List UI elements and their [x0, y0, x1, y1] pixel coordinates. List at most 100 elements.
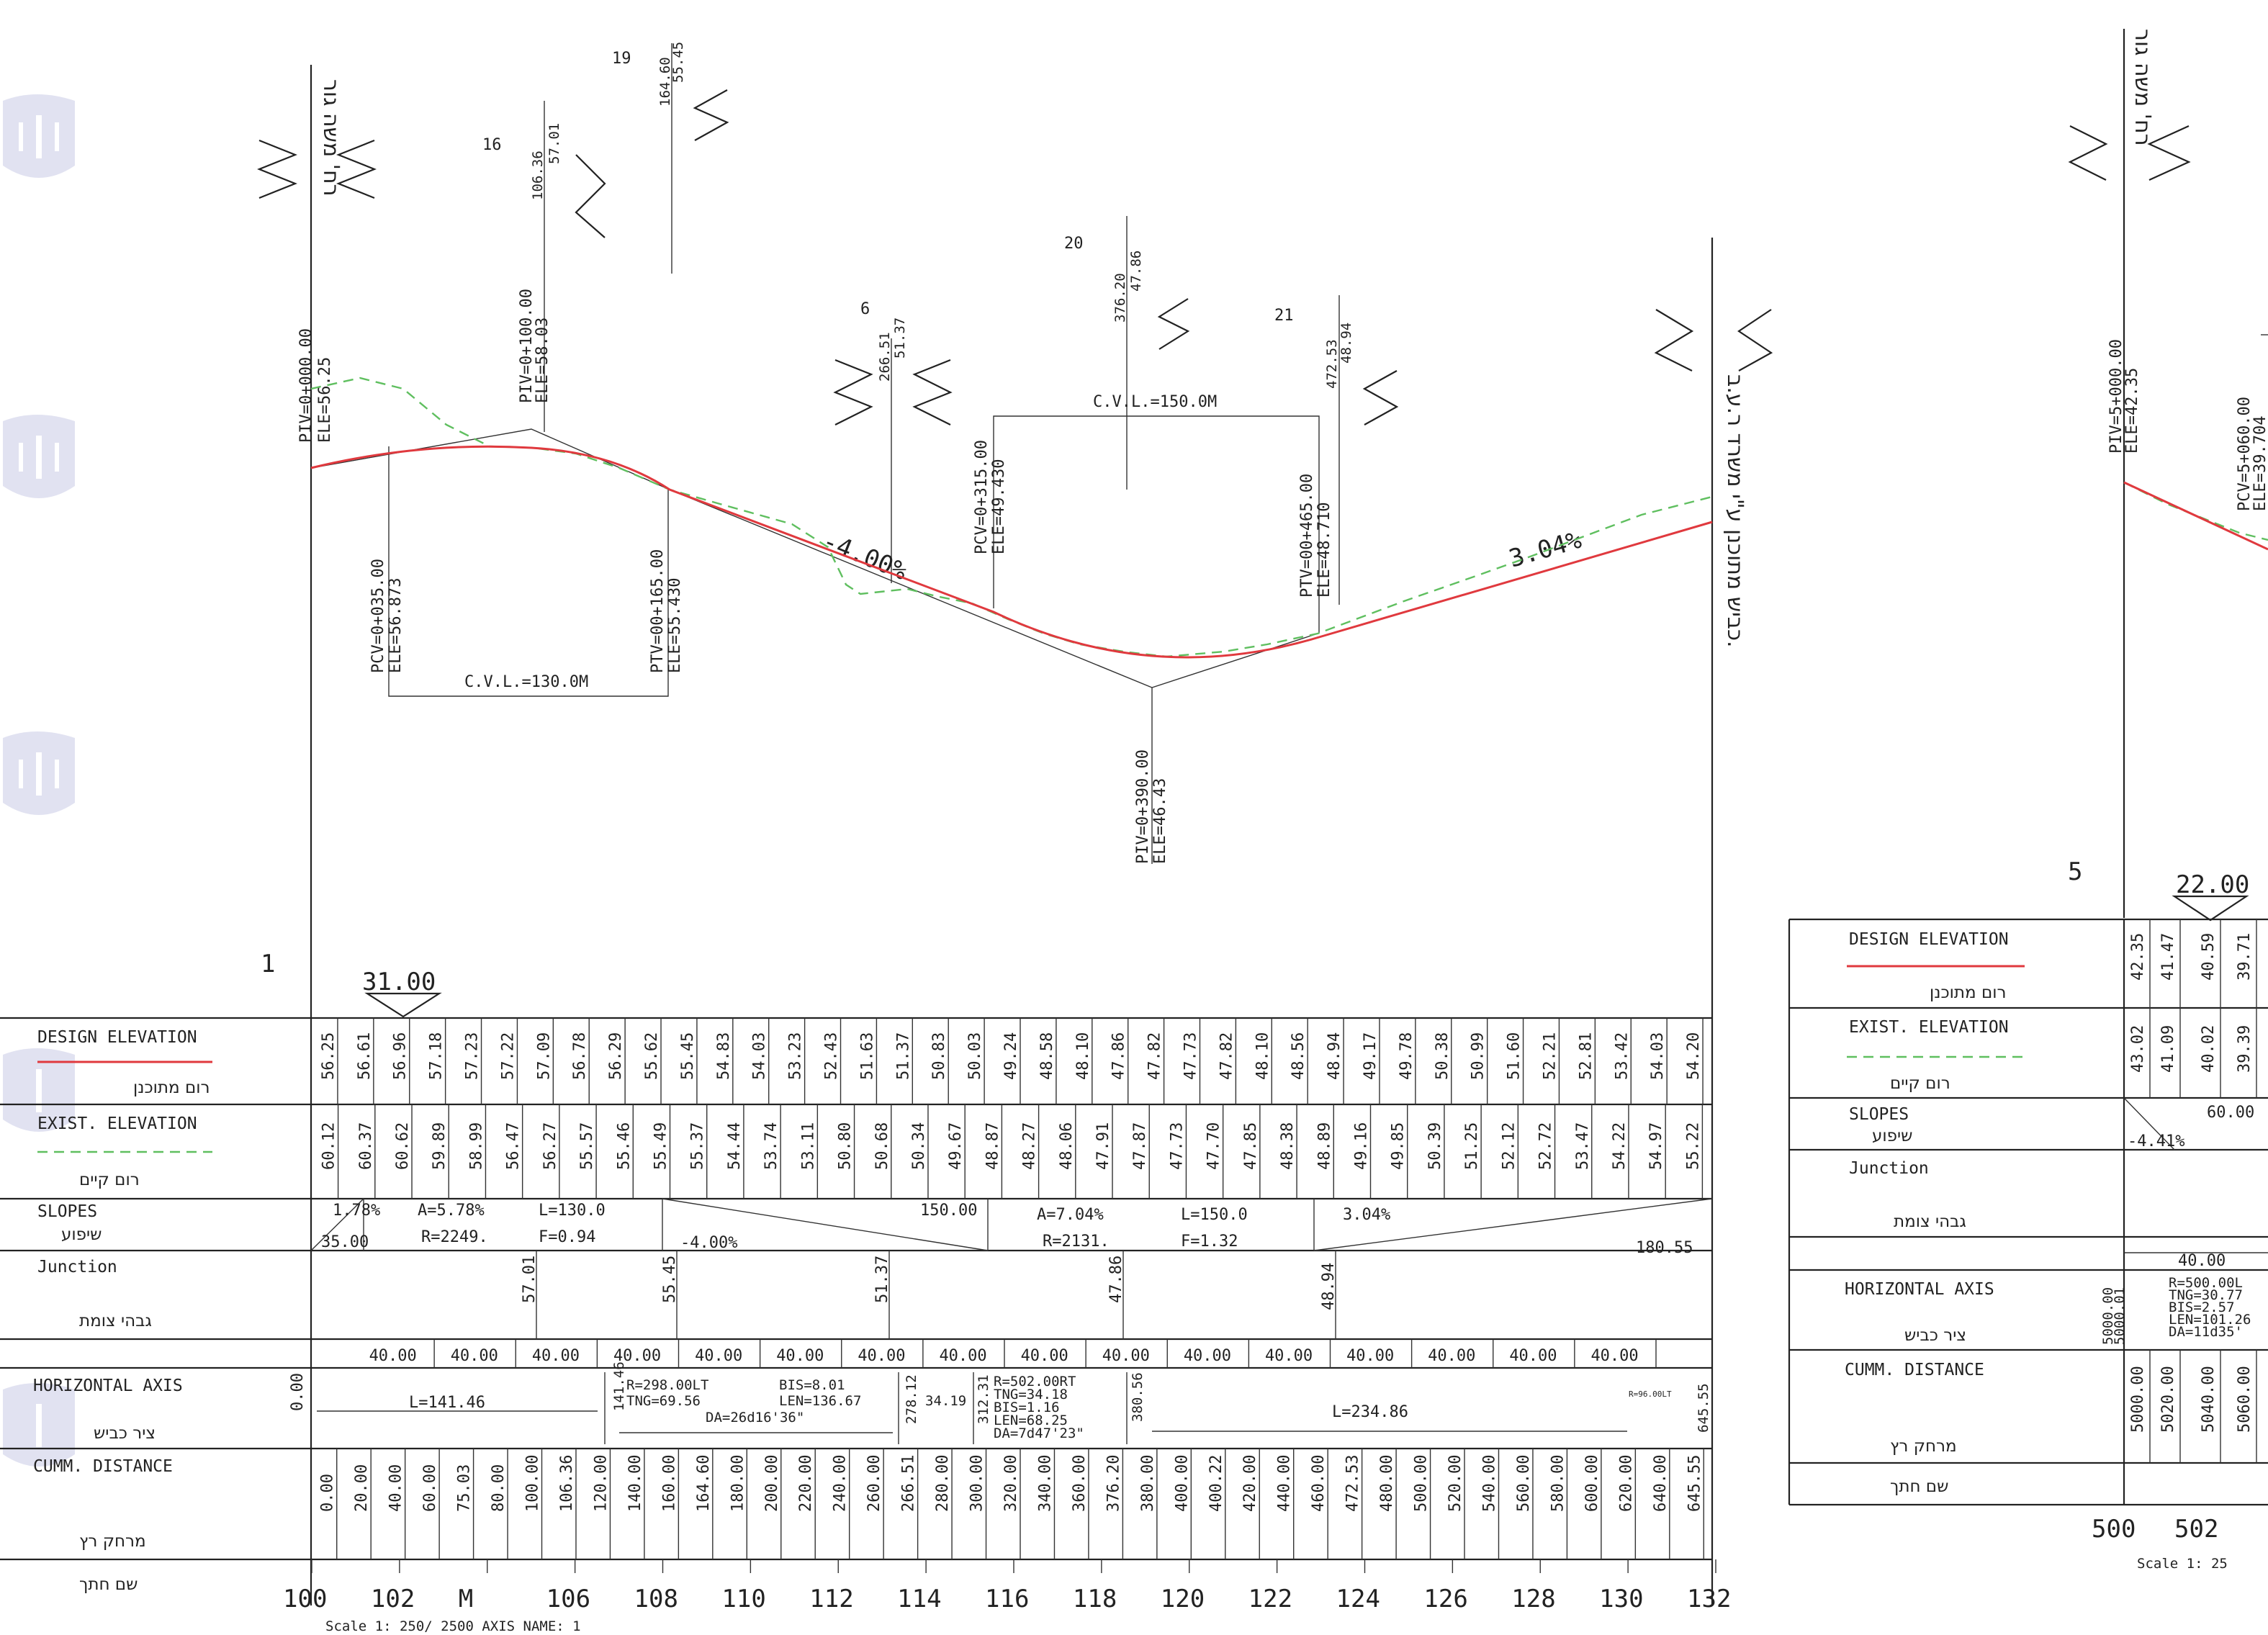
- emblem-icon: [3, 731, 75, 815]
- spacing-value: 40.00: [1184, 1347, 1231, 1365]
- existing-ground-line: [310, 377, 1713, 658]
- point-elevation: 57.01: [546, 123, 562, 164]
- row-label-junction-heb: גבהי צומת: [79, 1312, 152, 1330]
- cumm-distance-value: 60.00: [421, 1464, 439, 1512]
- section-name: 128: [1511, 1585, 1555, 1613]
- design-elevation-value: 47.82: [1218, 1032, 1236, 1080]
- exist-elevation-value: 47.91: [1094, 1122, 1112, 1170]
- design-elevation-value: 50.38: [1434, 1032, 1452, 1080]
- curve-f: F=0.94: [539, 1228, 595, 1246]
- design-elevation-value: 39.71: [2236, 933, 2254, 981]
- ptv-station-label: PTV=00+465.00: [1298, 474, 1316, 598]
- exist-elevation-value: 56.47: [505, 1122, 523, 1170]
- exist-elevation-value: 47.73: [1168, 1122, 1186, 1170]
- section-name: 130: [1599, 1585, 1643, 1613]
- cumm-distance-value: 460.00: [1310, 1455, 1328, 1512]
- cumm-distance-value: 0.00: [319, 1474, 337, 1512]
- design-elevation-value: 49.78: [1398, 1032, 1416, 1080]
- pcv-station: PCV=5+060.00: [2236, 397, 2254, 511]
- slope-value: -4.00%: [680, 1234, 737, 1252]
- exist-elevation-value: 54.44: [726, 1122, 744, 1170]
- curve-tng: TNG=34.18: [994, 1387, 1068, 1402]
- design-elevation-value: 56.61: [356, 1032, 374, 1080]
- cumm-distance-value: 5060.00: [2236, 1366, 2254, 1433]
- spacing-value: 40.00: [1428, 1347, 1475, 1365]
- marker-value: 31.00: [362, 968, 436, 996]
- row-label-cumm: CUMM. DISTANCE: [33, 1457, 173, 1476]
- section-name: 100: [283, 1585, 327, 1613]
- design-elevation-value: 48.94: [1326, 1032, 1344, 1080]
- exist-elevation-value: 55.37: [689, 1122, 707, 1170]
- slope-diagonal: [2123, 1097, 2175, 1150]
- spacing-value: 40.00: [1590, 1347, 1638, 1365]
- spacing-value: 40.00: [776, 1347, 824, 1365]
- curve-r: R=298.00LT: [626, 1377, 708, 1393]
- cvl-label: C.V.L.=130.0M: [464, 673, 588, 691]
- axis-value: 34.19: [925, 1393, 966, 1409]
- piv-elevation-label: ELE=58.03: [534, 317, 552, 403]
- section-name: 108: [634, 1585, 678, 1613]
- axis-value: 380.56: [1130, 1372, 1146, 1422]
- design-elevation-value: 51.60: [1506, 1032, 1524, 1080]
- design-elevation-value: 51.37: [894, 1032, 912, 1080]
- curve-r: R=96.00LT: [1629, 1389, 1672, 1399]
- design-elevation-value: 50.83: [930, 1032, 948, 1080]
- flag-icon: [2147, 125, 2191, 181]
- design-elevation-value: 52.21: [1541, 1032, 1559, 1080]
- design-elevation-value: 57.09: [535, 1032, 553, 1080]
- scale-note: Scale 1: 25: [2137, 1556, 2228, 1572]
- design-elevation-value: 51.63: [858, 1032, 876, 1080]
- section-name: 132: [1687, 1585, 1731, 1613]
- flag-icon: [1362, 370, 1399, 425]
- cumm-distance-value: 120.00: [592, 1455, 610, 1512]
- flag-icon: [693, 89, 729, 141]
- design-elevation-value: 49.17: [1362, 1032, 1380, 1080]
- cumm-distance-value: 75.03: [456, 1464, 474, 1512]
- cumm-distance-value: 540.00: [1480, 1455, 1498, 1512]
- design-elevation-value: 50.99: [1470, 1032, 1488, 1080]
- row-label-slopes-heb: שיפוע: [61, 1225, 102, 1244]
- cumm-distance-value: 140.00: [626, 1455, 644, 1512]
- horizontal-axis-row: 0.00 L=141.46 141.46 R=298.00LT TNG=69.5…: [289, 1361, 1711, 1444]
- row-label-exist: EXIST. ELEVATION: [1849, 1018, 2009, 1037]
- cumm-distance-value: 600.00: [1583, 1455, 1601, 1512]
- cumm-distance-value: 100.00: [524, 1455, 542, 1512]
- exist-elevation-value: 54.22: [1611, 1122, 1629, 1170]
- section-name: 116: [985, 1585, 1029, 1613]
- cumm-distance-value: 164.60: [695, 1455, 713, 1512]
- exist-elevation-value: 49.67: [947, 1122, 965, 1170]
- axis-curve-value: BIS=2.57: [2169, 1300, 2235, 1315]
- design-elevation-value: 47.82: [1146, 1032, 1164, 1080]
- slope-diagonal: [1313, 1198, 1713, 1251]
- slope-value: 1.78%: [333, 1202, 380, 1220]
- flag-icon: [2068, 125, 2108, 181]
- spacing-value: 40.00: [1265, 1347, 1313, 1365]
- cumm-distance-value: 5000.00: [2129, 1366, 2147, 1433]
- design-elevation-value: 49.24: [1002, 1032, 1020, 1080]
- curve-l: L=130.0: [539, 1202, 606, 1220]
- design-elevation-value: 56.29: [607, 1032, 625, 1080]
- junction-value: 55.45: [661, 1256, 679, 1303]
- row-label-cumm-heb: מרחק רץ: [1890, 1437, 1957, 1456]
- design-elevation-value: 48.58: [1038, 1032, 1056, 1080]
- exist-elevation-value: 54.97: [1647, 1122, 1665, 1170]
- axis-value: 278.12: [904, 1374, 919, 1424]
- marker-triangle-icon: [364, 992, 442, 1018]
- marker-triangle-icon: [2172, 895, 2249, 922]
- axis-tangent-length: L=141.46: [409, 1394, 485, 1412]
- exist-elevation-value: 47.70: [1205, 1122, 1223, 1170]
- spacing-value: 40.00: [858, 1347, 905, 1365]
- cvl-label: C.V.L.=150.0M: [1093, 393, 1217, 411]
- exist-elevation-value: 48.89: [1315, 1122, 1333, 1170]
- start-road-label: רח' משה גור: [318, 79, 343, 197]
- cumm-distance-value: 480.00: [1378, 1455, 1396, 1512]
- curve-a: A=7.04%: [1037, 1206, 1104, 1224]
- row-label-design-heb: רום מתוכנן: [133, 1078, 210, 1097]
- design-elevation-value: 57.18: [428, 1032, 446, 1080]
- marker-value: 22.00: [2176, 870, 2249, 899]
- design-elevation-value: 54.03: [1649, 1032, 1667, 1080]
- section-name: 502: [2174, 1515, 2218, 1544]
- spacing-value: 40.00: [1021, 1347, 1068, 1365]
